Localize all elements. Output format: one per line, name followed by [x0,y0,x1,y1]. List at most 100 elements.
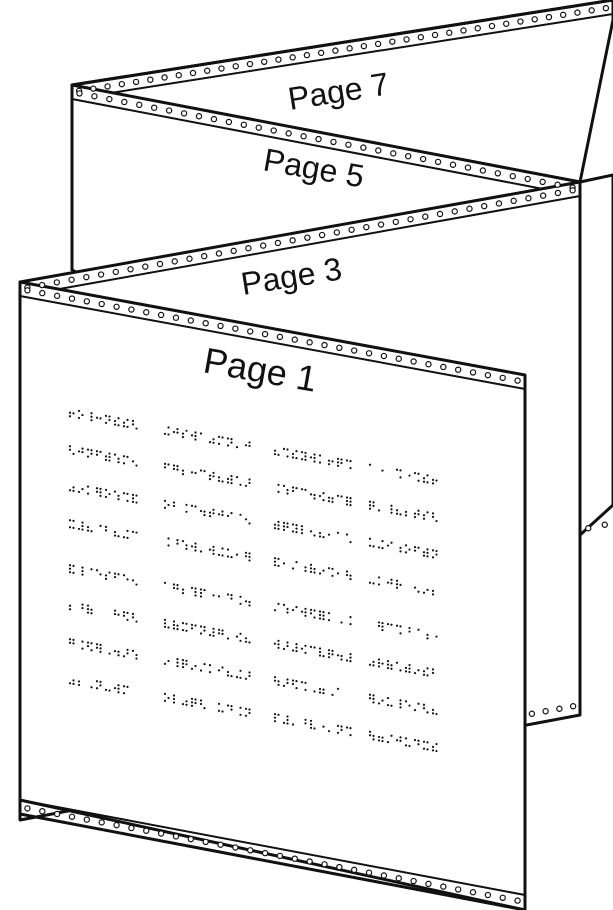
braille-dot [318,613,322,617]
braille-dot [95,416,99,419]
sprocket-hole [390,150,397,157]
braille-dot [99,643,102,646]
braille-dot [108,418,111,422]
braille-dot [273,713,277,716]
sprocket-hole [245,245,252,252]
braille-dot [295,606,298,609]
braille-dot [431,478,435,482]
braille-dot [431,515,435,519]
braille-dot [381,699,384,702]
braille-dot [300,610,304,613]
braille-dot [244,551,248,554]
braille-dot [239,669,242,672]
braille-dot [176,431,179,434]
sprocket-hole [494,170,502,177]
braille-dot [72,489,75,492]
braille-dot [318,535,322,538]
sprocket-hole [479,167,487,174]
braille-dot [230,441,233,444]
braille-dot [291,523,295,526]
braille-dot [435,519,438,523]
braille-dot [226,593,230,596]
braille-dot [435,549,438,553]
sprocket-hole [554,189,562,197]
braille-dot [390,623,393,626]
sprocket-hole [106,95,113,103]
braille-dot [86,604,90,607]
braille-dot [322,688,325,691]
braille-dot [122,425,126,428]
braille-dot [217,702,221,705]
braille-dot [349,541,352,544]
braille-dot [72,571,75,574]
braille-dot [167,696,170,700]
braille-dot [230,594,233,597]
braille-dot [163,499,167,502]
braille-dot [99,684,102,687]
braille-dot [377,583,381,586]
braille-dot [327,533,331,536]
braille-dot [273,642,277,645]
braille-dot [372,664,375,667]
sprocket-hole [132,78,140,86]
sprocket-hole [24,287,31,294]
sprocket-hole [569,187,576,194]
braille-dot [340,621,343,624]
braille-dot [318,454,322,457]
sprocket-hole [410,877,417,885]
braille-dot [176,584,179,587]
braille-dot [95,450,99,453]
sprocket-hole [556,705,563,712]
braille-dot [277,639,280,642]
braille-dot [90,568,93,571]
braille-dot [190,471,194,474]
braille-dot [277,490,280,493]
braille-dot [327,619,331,622]
braille-dot [122,492,126,495]
braille-dot [336,731,340,734]
braille-dot [304,644,307,647]
braille-dot [135,657,138,660]
braille-dot [277,683,280,686]
braille-dot [291,456,295,459]
braille-dot [131,497,135,500]
sprocket-hole [201,252,208,260]
braille-dot [322,536,325,539]
braille-dot [435,553,438,556]
braille-dot [426,667,429,670]
braille-dot [72,642,75,645]
braille-dot [286,641,289,644]
sprocket-hole [218,65,225,72]
sprocket-hole [217,841,224,848]
braille-dot [408,548,411,551]
braille-dot [331,567,334,570]
braille-dot [318,531,322,535]
sprocket-hole [39,807,46,815]
sprocket-hole [98,300,105,308]
braille-dot [291,649,295,652]
braille-dot [163,581,167,584]
braille-dot [131,460,135,463]
braille-dot [99,487,102,490]
sprocket-hole [83,298,91,305]
braille-dot [395,586,399,589]
braille-dot [422,670,426,673]
braille-dot [217,513,221,516]
braille-dot [277,524,280,527]
braille-dot [381,736,384,739]
sprocket-hole [350,866,358,874]
sprocket-hole [175,72,182,79]
braille-dot [68,608,72,611]
braille-dot [181,666,185,669]
sprocket-hole [246,60,254,68]
braille-dot [181,469,185,472]
sprocket-hole [446,29,453,36]
braille-dot [212,441,215,444]
braille-dot [399,469,402,472]
braille-dot [426,548,429,551]
braille-dot [413,549,417,552]
sprocket-hole [291,336,298,343]
braille-dot [181,622,185,625]
braille-dot [291,723,295,726]
braille-dot [422,554,426,557]
